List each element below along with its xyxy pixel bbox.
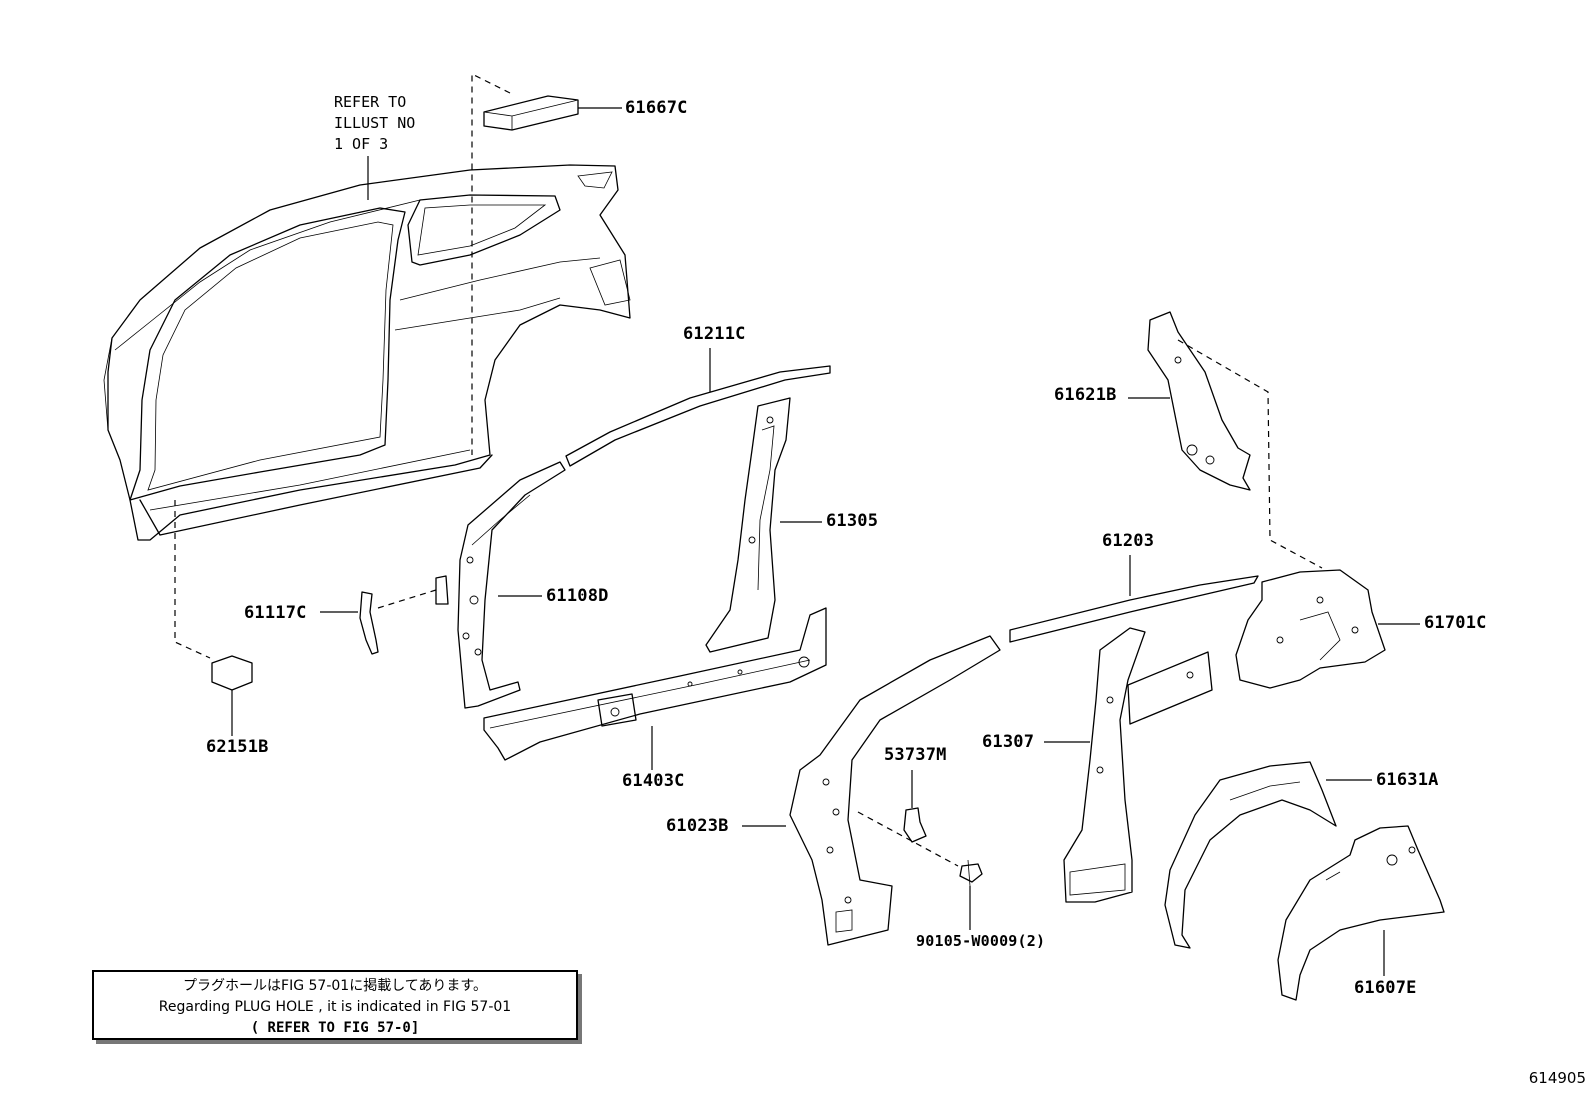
roof-side-61203 [1009,575,1259,643]
part-label-61631a[interactable]: 61631A [1376,770,1439,790]
part-label-61108d[interactable]: 61108D [546,586,609,606]
guide-line-62151b [174,500,211,659]
part-label-61117c[interactable]: 61117C [244,603,307,623]
part-label-61307[interactable]: 61307 [982,732,1035,752]
front-pillar-61023b [789,635,1001,946]
part-label-61023b[interactable]: 61023B [666,816,729,836]
plug-note-refer[interactable]: ( REFER TO FIG 57-0] [250,1020,420,1036]
clip-53737m [857,807,959,867]
center-pillar-61305 [705,397,791,653]
guide-line-61667c [471,73,511,455]
part-label-61607e[interactable]: 61607E [1354,978,1417,998]
part-label-90105-w0009[interactable]: 90105-W0009(2) [916,932,1046,950]
roof-rail-61211c [565,365,831,467]
plug-note-english: Regarding PLUG HOLE , it is indicated in… [158,999,512,1015]
part-label-61211c[interactable]: 61211C [683,324,746,344]
part-label-61305[interactable]: 61305 [826,511,879,531]
plug-hole-note-box: プラグホールはFIG 57-01に掲載してあります。 Regarding PLU… [92,970,578,1040]
bracket-61117c [359,589,437,655]
part-label-61667c[interactable]: 61667C [625,98,688,118]
bracket-61621b [1147,311,1251,491]
quarter-inner-61701c [1235,569,1386,689]
pad-61667c [483,95,579,131]
side-outer-panel [103,164,631,541]
part-label-62151b[interactable]: 62151B [206,737,269,757]
refer-note: REFER TO ILLUST NO 1 OF 3 [334,92,415,155]
center-pillar-61307 [1063,627,1213,903]
plug-62151b [211,655,253,691]
refer-note-line1: REFER TO [334,93,407,111]
front-pillar-61108d [435,461,566,709]
part-label-61621b[interactable]: 61621B [1054,385,1117,405]
leader-lines [231,107,1420,976]
guide-line-61621b [1177,339,1323,569]
rocker-panel-61403c [483,607,827,761]
figure-number: 614905 [1528,1069,1586,1087]
wheel-house-61607e [1277,825,1445,1001]
wheel-house-61631a [1164,761,1337,949]
plug-note-japanese: プラグホールはFIG 57-01に掲載してあります。 [183,978,487,994]
part-label-53737m[interactable]: 53737M [884,745,947,765]
part-label-61203[interactable]: 61203 [1102,531,1155,551]
refer-note-line2: ILLUST NO [334,114,416,132]
part-label-61701c[interactable]: 61701C [1424,613,1487,633]
part-label-61403c[interactable]: 61403C [622,771,685,791]
refer-note-line3: 1 OF 3 [334,135,389,153]
bolt-90105 [959,859,983,887]
